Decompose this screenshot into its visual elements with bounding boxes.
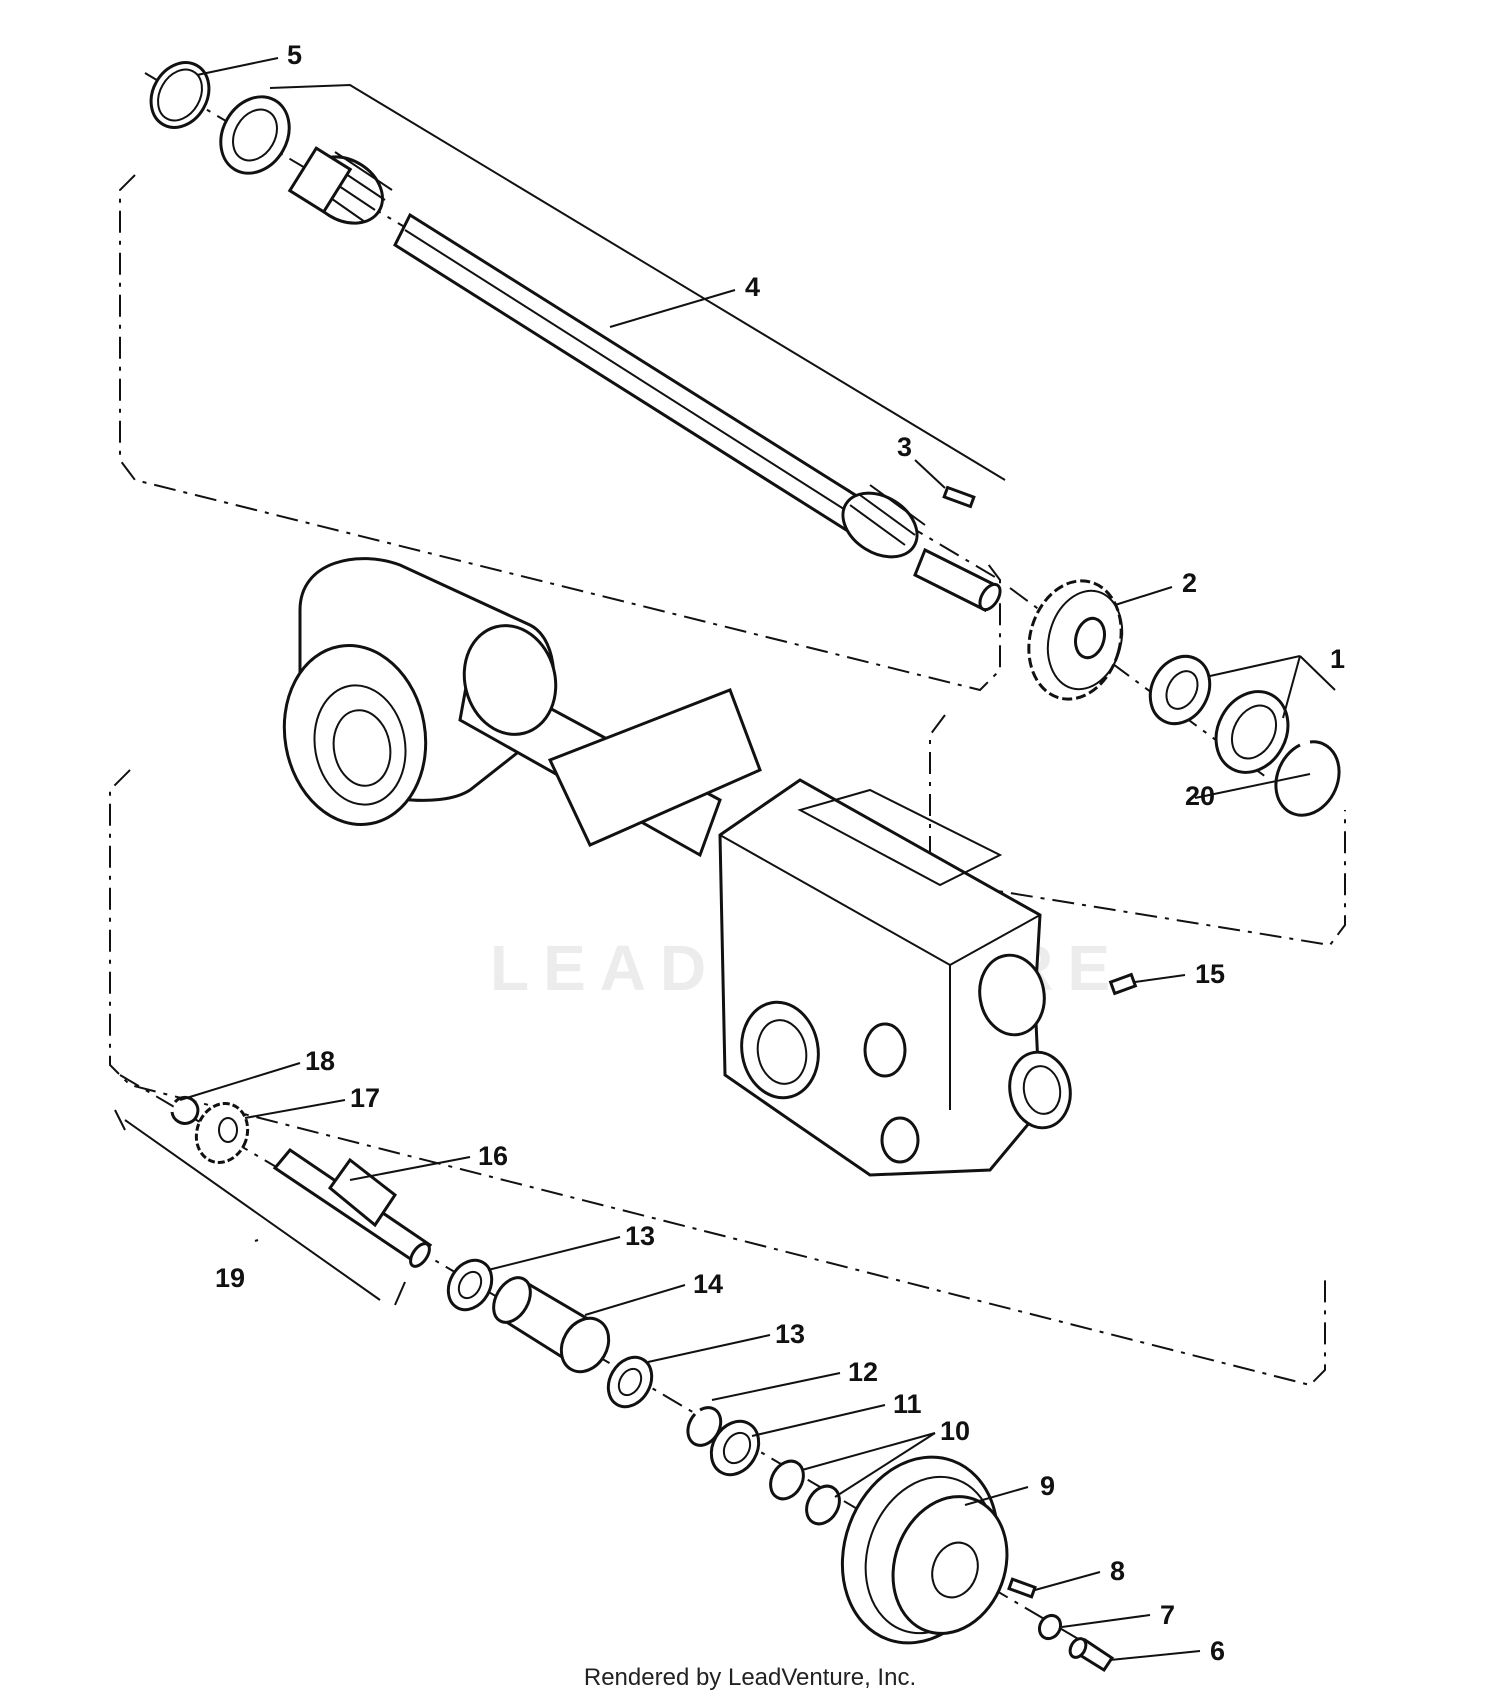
- part-1-bearing-cup: [1214, 690, 1290, 774]
- part-3-key: [942, 485, 976, 509]
- render-credit: Rendered by LeadVenture, Inc.: [583, 1664, 917, 1691]
- part-15-set-screw: [1108, 972, 1138, 996]
- part-18-snap-ring: [170, 1095, 200, 1125]
- group-outline-lower: [109, 769, 1326, 1387]
- callout-18: 18: [305, 1046, 335, 1076]
- part-12-snap-ring: [686, 1406, 723, 1447]
- callout-12: 12: [848, 1357, 878, 1387]
- mounting-bracket: [547, 688, 762, 847]
- part-13-washer-b: [606, 1355, 654, 1409]
- callout-4: 4: [745, 272, 760, 302]
- callout-17: 17: [350, 1083, 380, 1113]
- part-9-pulley: [840, 1455, 1009, 1645]
- group-outline-upper: [119, 174, 1001, 692]
- callout-1: 1: [1330, 644, 1345, 674]
- callout-9: 9: [1040, 1471, 1055, 1501]
- part-8-key: [1007, 1577, 1037, 1599]
- callout-3: 3: [897, 432, 912, 462]
- part-1-bearing-cone: [1148, 654, 1212, 726]
- callout-10: 10: [940, 1416, 970, 1446]
- gear-case-housing: [718, 778, 1072, 1177]
- part-17-pinion: [194, 1102, 250, 1164]
- part-5-ring: [149, 61, 211, 129]
- part-14-bushing: [492, 1276, 611, 1374]
- part-7-washer: [1037, 1613, 1063, 1641]
- callout-16: 16: [478, 1141, 508, 1171]
- callout-13-upper: 13: [625, 1221, 655, 1251]
- callout-7: 7: [1160, 1600, 1175, 1630]
- bearing-cup-upper: [219, 95, 291, 175]
- callout-14: 14: [693, 1269, 723, 1299]
- callout-15: 15: [1195, 959, 1225, 989]
- bracket-upper: [269, 83, 1006, 481]
- callout-13-lower: 13: [775, 1319, 805, 1349]
- part-10-spacer-a: [769, 1459, 805, 1501]
- part-10-spacer-b: [805, 1484, 841, 1526]
- part-16-input-shaft: [272, 1147, 433, 1268]
- callout-2: 2: [1182, 568, 1197, 598]
- part-4-drive-shaft: [287, 146, 1002, 613]
- part-6-bolt: [1068, 1637, 1115, 1673]
- callout-5: 5: [287, 40, 302, 70]
- callout-20: 20: [1185, 781, 1215, 811]
- part-20-snap-ring: [1274, 740, 1341, 817]
- bracket-19: [124, 1119, 381, 1301]
- leader-lines: [179, 57, 1336, 1661]
- callout-8: 8: [1110, 1556, 1125, 1586]
- callout-labels: 1 2 3 4 5 6 7 8 9 10 11 12 13 13 14 15 1…: [215, 40, 1345, 1666]
- part-2-gear: [1027, 579, 1124, 701]
- callout-19: 19: [215, 1263, 245, 1293]
- group-outline-right: [929, 714, 1346, 947]
- callout-11: 11: [893, 1389, 922, 1419]
- callout-6: 6: [1210, 1636, 1225, 1666]
- part-13-washer-a: [446, 1258, 494, 1312]
